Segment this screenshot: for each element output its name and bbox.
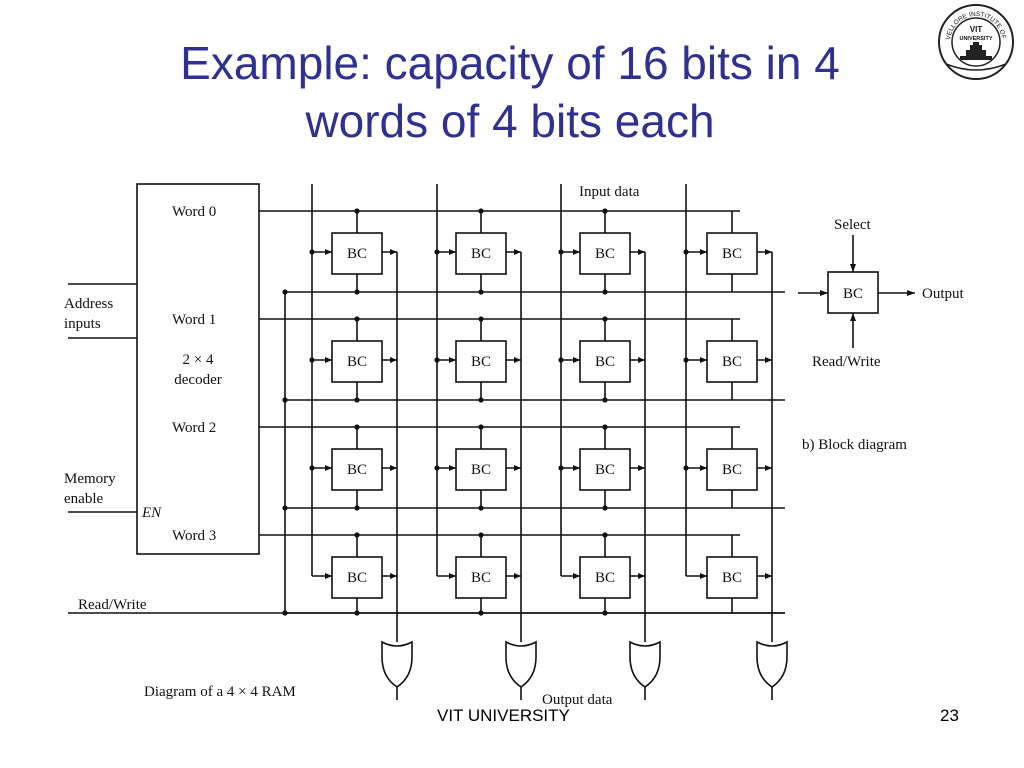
bc-cell-label: BC bbox=[347, 570, 367, 586]
input-data-label: Input data bbox=[579, 184, 640, 200]
address-inputs-label-line-2: inputs bbox=[64, 316, 101, 332]
bc-cell-label: BC bbox=[595, 462, 615, 478]
temple-icon bbox=[960, 42, 992, 60]
title-line-1: Example: capacity of 16 bits in 4 bbox=[180, 37, 840, 89]
block-select-label: Select bbox=[834, 217, 871, 233]
title-line-2: words of 4 bits each bbox=[305, 95, 715, 147]
bc-cell-label: BC bbox=[722, 246, 742, 262]
bc-cell-label: BC bbox=[595, 570, 615, 586]
bc-cell-label: BC bbox=[722, 354, 742, 370]
bc-cell-grid: BC BC BC BC BC BC BC BC BC BC BC BC BC B… bbox=[331, 232, 758, 599]
word-0-label: Word 0 bbox=[172, 204, 216, 220]
word-3-label: Word 3 bbox=[172, 528, 216, 544]
bc-cell-label: BC bbox=[595, 354, 615, 370]
slide-title: Example: capacity of 16 bits in 4 words … bbox=[60, 34, 960, 150]
word-1-label: Word 1 bbox=[172, 312, 216, 328]
ram-diagram: BC BC BC BC BC BC BC BC BC BC BC BC BC B… bbox=[64, 183, 788, 708]
bc-cell-label: BC bbox=[347, 246, 367, 262]
bc-cell-label: BC bbox=[471, 462, 491, 478]
ram-diagram-caption: Diagram of a 4 × 4 RAM bbox=[144, 684, 296, 700]
block-diagram-caption: b) Block diagram bbox=[802, 437, 907, 453]
address-inputs-label-line-1: Address bbox=[64, 296, 113, 312]
bc-block-diagram: BC Select Output Read/Write b) Block dia… bbox=[798, 217, 965, 453]
logo-center-line-2: UNIVERSITY bbox=[959, 36, 992, 42]
enable-label: EN bbox=[141, 505, 162, 521]
memory-enable-label-line-1: Memory bbox=[64, 471, 116, 487]
bc-cell-label: BC bbox=[471, 570, 491, 586]
bc-cell-label: BC bbox=[347, 462, 367, 478]
slide-page-number: 23 bbox=[940, 706, 959, 725]
bc-cell-label: BC bbox=[471, 246, 491, 262]
footer-university-name: VIT UNIVERSITY bbox=[437, 706, 570, 725]
block-output-label: Output bbox=[922, 286, 965, 302]
bc-cell-label: BC bbox=[347, 354, 367, 370]
read-write-label: Read/Write bbox=[78, 597, 147, 613]
bc-cell-label: BC bbox=[722, 570, 742, 586]
bc-cell-label: BC bbox=[722, 462, 742, 478]
memory-enable-label-line-2: enable bbox=[64, 491, 103, 507]
bc-cell-label: BC bbox=[595, 246, 615, 262]
output-data-label: Output data bbox=[542, 692, 613, 708]
bc-cell-label: BC bbox=[471, 354, 491, 370]
logo-center-line-1: VIT bbox=[970, 25, 983, 34]
block-cell-label: BC bbox=[843, 286, 863, 302]
decoder-label-line-2: decoder bbox=[174, 372, 221, 388]
vit-university-seal-logo: VELLORE INSTITUTE OF TECHNOLOGY VIT UNIV… bbox=[936, 2, 1014, 80]
decoder-box bbox=[136, 183, 260, 555]
decoder-label-line-1: 2 × 4 bbox=[183, 352, 214, 368]
block-read-write-label: Read/Write bbox=[812, 354, 881, 370]
or-gates bbox=[381, 640, 788, 700]
word-2-label: Word 2 bbox=[172, 420, 216, 436]
